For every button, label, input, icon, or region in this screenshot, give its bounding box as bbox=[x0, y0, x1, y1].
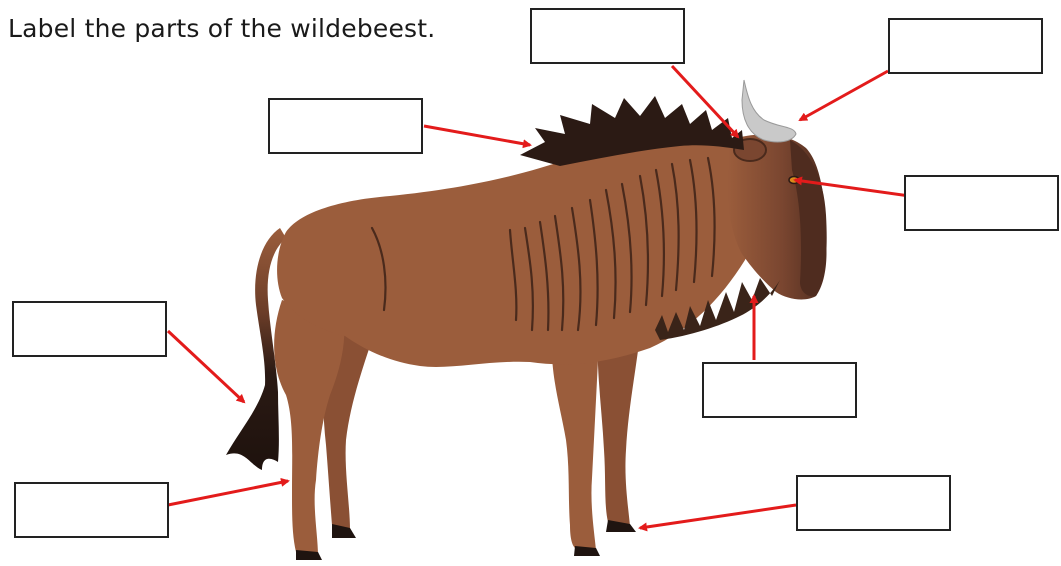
label-box-mane[interactable] bbox=[268, 98, 423, 154]
wildebeest-hoof bbox=[296, 550, 322, 560]
label-box-hoof[interactable] bbox=[796, 475, 951, 531]
wildebeest-horn bbox=[742, 80, 796, 142]
label-box-leg[interactable] bbox=[14, 482, 169, 538]
label-box-horn[interactable] bbox=[888, 18, 1043, 74]
label-box-nose[interactable] bbox=[904, 175, 1059, 231]
label-box-tail[interactable] bbox=[12, 301, 167, 357]
arrow-to-tail bbox=[168, 331, 244, 402]
arrow-to-horn bbox=[800, 71, 888, 120]
label-box-beard[interactable] bbox=[702, 362, 857, 418]
label-box-eye[interactable] bbox=[530, 8, 685, 64]
arrow-to-hoof bbox=[640, 505, 796, 528]
wildebeest-hoof bbox=[574, 546, 600, 556]
arrow-to-mane bbox=[424, 126, 530, 145]
arrow-to-leg bbox=[168, 481, 288, 505]
wildebeest-front-leg-near bbox=[552, 335, 598, 550]
